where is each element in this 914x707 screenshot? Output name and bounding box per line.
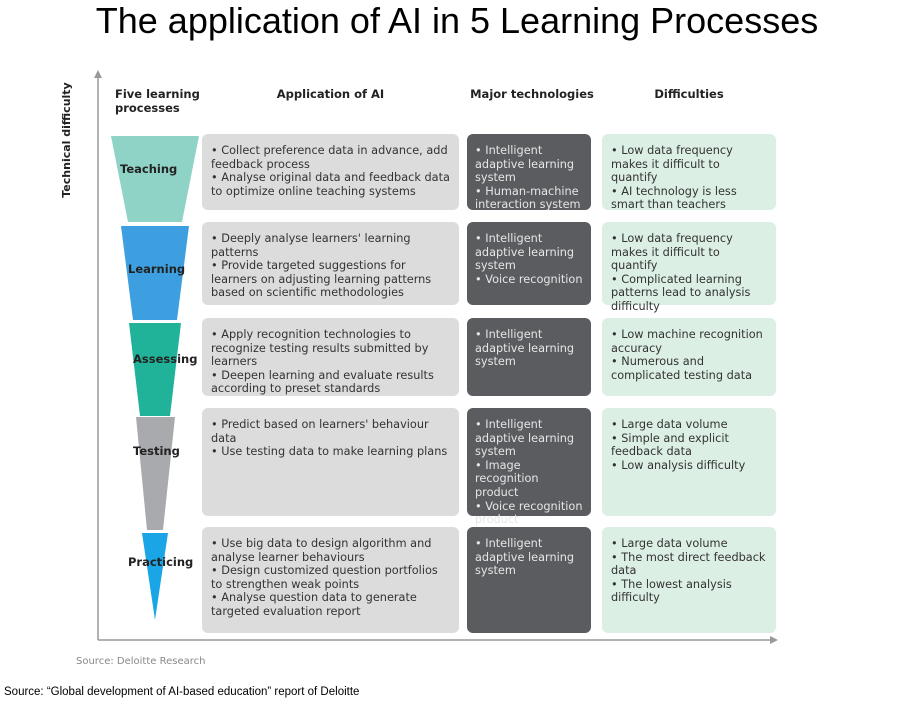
stage-label-testing: Testing [133,444,180,458]
header-processes: Five learning processes [115,87,200,115]
stage-label-assessing: Assessing [133,352,198,366]
technologies-box-testing: • Intelligent adaptive learning system •… [467,408,591,526]
application-box-teaching: • Collect preference data in advance, ad… [202,134,459,210]
technologies-box-teaching: • Intelligent adaptive learning system •… [467,134,591,212]
difficulties-box-testing: • Large data volume • Simple and explici… [602,408,776,516]
technology-item: • Intelligent adaptive learning system [475,418,575,459]
technologies-box-learning: • Intelligent adaptive learning system •… [467,222,591,305]
technology-item: • Image recognition product [475,458,539,499]
difficulty-item: • Low data frequency makes it difficult … [611,232,733,273]
application-box-learning: • Deeply analyse learners' learning patt… [202,222,459,305]
y-axis-arrow [94,70,102,78]
header-technologies: Major technologies [470,87,594,101]
funnel-segment-assessing [129,323,181,416]
application-item: • Collect preference data in advance, ad… [211,144,448,171]
application-item: • Deepen learning and evaluate results a… [211,368,434,396]
difficulty-item: • Low machine recognition accuracy [611,328,763,355]
technology-item: • Voice recognition [475,272,583,286]
difficulties-box-learning: • Low data frequency makes it difficult … [602,222,776,313]
application-box-assessing: • Apply recognition technologies to reco… [202,318,459,396]
difficulty-item: • Complicated learning patterns lead to … [611,272,751,313]
technology-item: • Intelligent adaptive learning system [475,144,575,185]
stage-label-learning: Learning [128,262,186,276]
technology-item: • Human-machine interaction system [475,184,581,212]
difficulties-box-assessing: • Low machine recognition accuracy • Num… [602,318,776,396]
axis-label-technical-difficulty: Technical difficulty [60,82,73,198]
header-difficulties: Difficulties [654,87,724,101]
application-item: • Analyse question data to generate targ… [211,591,417,618]
difficulty-item: • Large data volume [611,537,728,550]
technologies-box-practicing: • Intelligent adaptive learning system [467,527,591,633]
difficulty-item: • The most direct feedback data [611,550,766,578]
difficulty-item: • Simple and explicit feedback data [611,431,729,459]
difficulties-box-teaching: • Low data frequency makes it difficult … [602,134,776,212]
difficulty-item: • AI technology is less smart than teach… [611,184,737,212]
difficulty-item: • Numerous and complicated testing data [611,355,753,382]
application-item: • Use testing data to make learning plan… [211,445,448,459]
source-footer: Source: “Global development of AI-based … [4,686,360,698]
application-item: • Deeply analyse learners' learning patt… [211,232,411,259]
stage-label-practicing: Practicing [128,555,194,569]
difficulty-item: • Low analysis difficulty [611,458,746,472]
application-item: • Provide targeted suggestions for learn… [211,259,432,300]
technology-item: • Voice recognition product [475,499,583,527]
application-item: • Apply recognition technologies to reco… [211,328,429,369]
header-application: Application of AI [276,87,385,101]
application-item: • Analyse original data and feedback dat… [211,171,450,198]
technologies-box-assessing: • Intelligent adaptive learning system [467,318,591,396]
application-item: • Use big data to design algorithm and a… [211,537,432,564]
application-box-practicing: • Use big data to design algorithm and a… [202,527,459,633]
technology-item: • Intelligent adaptive learning system [475,328,575,369]
stage-label-teaching: Teaching [120,162,178,176]
source-note: Source: Deloitte Research [76,656,206,667]
difficulties-box-practicing: • Large data volume • The most direct fe… [602,527,776,633]
application-item: • Predict based on learners' behaviour d… [211,418,429,445]
funnel-segment-teaching [111,136,199,222]
application-box-testing: • Predict based on learners' behaviour d… [202,408,459,516]
difficulty-item: • The lowest analysis difficulty [611,577,732,605]
x-axis-arrow [770,636,778,644]
funnel-segment-learning [121,226,189,320]
difficulty-item: • Low data frequency makes it difficult … [611,144,733,185]
funnel-segment-testing [136,417,175,530]
application-item: • Design customized question portfolios … [211,564,438,591]
page-title: The application of AI in 5 Learning Proc… [95,0,819,41]
technology-item: • Intelligent adaptive learning system [475,232,575,273]
funnel-segment-practicing [142,533,168,620]
technology-item: • Intelligent adaptive learning system [475,537,575,578]
difficulty-item: • Large data volume [611,418,728,431]
